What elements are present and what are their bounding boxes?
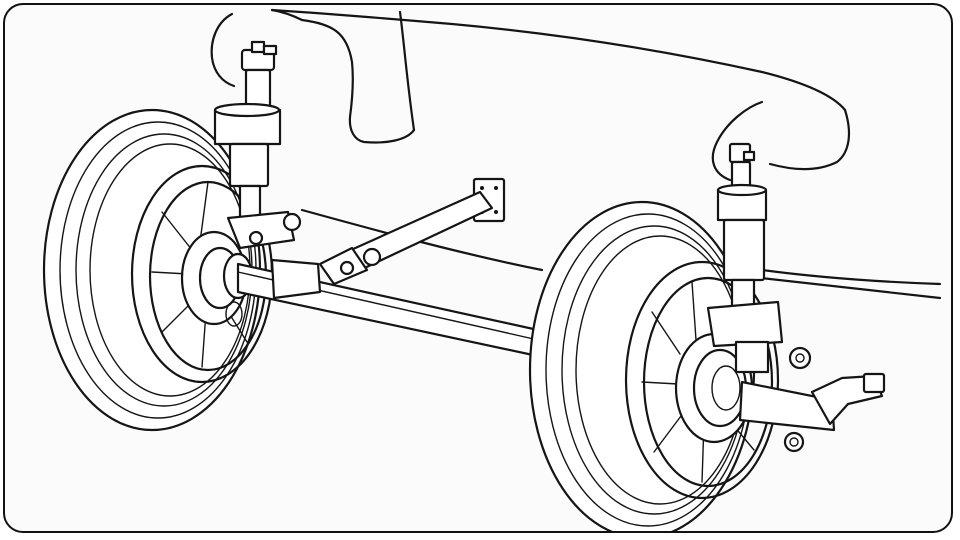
left-wheel bbox=[42, 108, 274, 432]
axle-beam bbox=[236, 258, 549, 360]
bolt-icon bbox=[480, 186, 484, 190]
right-wheel bbox=[528, 200, 780, 531]
right-strut bbox=[706, 142, 886, 453]
tie-rod bbox=[318, 177, 506, 286]
left-strut bbox=[213, 40, 302, 250]
rod-end-joint bbox=[362, 247, 382, 267]
illustration-frame bbox=[3, 3, 953, 533]
front-axle-suspension-illustration bbox=[42, 8, 942, 531]
bolt-icon bbox=[494, 186, 498, 190]
vehicle-body-outline bbox=[210, 8, 942, 300]
bolt-icon bbox=[494, 210, 498, 214]
